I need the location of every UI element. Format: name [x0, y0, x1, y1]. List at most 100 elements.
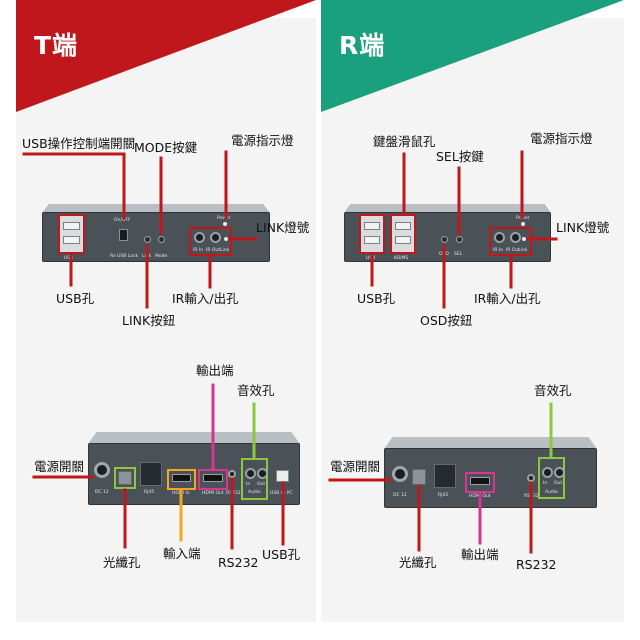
r-front-ir-in-jack[interactable] — [494, 232, 505, 243]
r-front-kbms-text: KB/MS — [394, 256, 409, 261]
r-front-power-text: Power — [516, 216, 530, 221]
t-rear-hdmi-in-frame — [167, 469, 196, 490]
transmitter-banner-shape — [16, 0, 316, 112]
t-rear-hdmi-in-port[interactable] — [172, 474, 191, 482]
t-rear-usb-to-pc-text: USB to PC — [270, 491, 293, 496]
receiver-title: R端 — [339, 31, 386, 60]
t-rear-hdmi-out-text: HDMI Out — [202, 491, 224, 496]
r-label-usb-port: USB孔 — [357, 291, 396, 306]
r-rear-dc-text: DC 12 — [393, 493, 407, 498]
r-rear-audio-out-jack[interactable] — [554, 467, 565, 478]
t-rear-rs232-text: RS232 — [226, 491, 241, 496]
t-front-re-usb-lock-text: Re USB Lock — [110, 254, 139, 259]
r-rear-audio-in-jack[interactable] — [542, 467, 553, 478]
r-front-power-led — [521, 222, 525, 226]
t-front-ir-in-jack[interactable] — [194, 232, 205, 243]
t-label-usb-control-switch: USB操作控制端開關 — [22, 136, 136, 151]
t-rear-dc-jack[interactable] — [94, 462, 110, 478]
t-rear-hdmi-out-port[interactable] — [203, 474, 223, 482]
t-front-usb-slot-2 — [63, 236, 80, 244]
t-label-usb-port-rear: USB孔 — [262, 547, 301, 562]
t-front-power-led — [223, 222, 227, 226]
r-rear-rj45-text: RJ45 — [438, 493, 449, 498]
r-front-sel-button[interactable] — [456, 236, 463, 243]
t-rear-fiber-frame — [114, 467, 136, 489]
r-front-usb-frame — [359, 214, 385, 254]
receiver-panel — [321, 18, 624, 622]
r-rear-in-text: In — [543, 481, 548, 486]
r-front-kbms-frame — [390, 214, 416, 254]
t-label-input-port: 輸入端 — [163, 546, 201, 561]
t-front-link-text: Link — [142, 254, 152, 259]
t-rear-audio-out-jack[interactable] — [257, 468, 268, 479]
r-front-usb-slot-2 — [364, 236, 380, 244]
r-front-kbms-slot-1 — [395, 222, 411, 230]
receiver-banner: R端 — [321, 0, 624, 112]
t-label-audio-port: 音效孔 — [237, 383, 275, 398]
r-front-link-led-text: Link — [518, 248, 528, 253]
r-label-keyboard-mouse-port: 鍵盤滑鼠孔 — [373, 134, 436, 149]
r-front-ir-out-jack[interactable] — [510, 232, 521, 243]
t-rear-out-text: Out — [257, 482, 266, 487]
t-front-usb-slot-1 — [63, 222, 80, 230]
t-rear-audio-text: Audio — [248, 490, 261, 495]
r-rear-rj45-port[interactable] — [434, 464, 456, 488]
t-label-ir-in-out: IR輸入/出孔 — [172, 291, 239, 306]
r-label-osd-button: OSD按鈕 — [420, 313, 473, 328]
t-front-power-text: Power — [217, 216, 231, 221]
r-front-usb-text: USB — [366, 256, 376, 261]
r-label-output-port: 輸出端 — [461, 547, 499, 562]
r-label-audio-port: 音效孔 — [534, 383, 572, 398]
t-front-device-top — [42, 204, 270, 213]
t-label-link-button: LINK按鈕 — [122, 313, 176, 328]
r-label-power-indicator: 電源指示燈 — [530, 131, 593, 146]
r-rear-rs232-jack[interactable] — [527, 474, 535, 482]
t-rear-device-top — [88, 432, 300, 444]
r-front-osd-button[interactable] — [441, 236, 448, 243]
t-rear-usb-to-pc-port[interactable] — [276, 470, 289, 482]
r-label-rs232: RS232 — [516, 557, 557, 572]
t-label-usb-port: USB孔 — [56, 291, 95, 306]
t-front-mode-text: Mode — [155, 254, 168, 259]
t-front-link-led — [224, 237, 228, 241]
t-rear-audio-in-jack[interactable] — [245, 468, 256, 479]
t-front-link-button[interactable] — [144, 236, 151, 243]
t-rear-rs232-jack[interactable] — [228, 470, 236, 478]
r-rear-device-top — [384, 437, 597, 449]
r-rear-hdmi-out-frame — [465, 472, 495, 493]
t-label-fiber-port: 光纖孔 — [103, 555, 141, 570]
t-label-power-indicator: 電源指示燈 — [231, 133, 294, 148]
t-rear-fiber-port[interactable] — [118, 471, 132, 485]
r-label-sel-button: SEL按鍵 — [436, 149, 484, 164]
t-label-link-indicator: LINK燈號 — [256, 220, 310, 235]
t-front-ir-out-text: IR Out — [206, 248, 221, 253]
r-front-kbms-slot-2 — [395, 236, 411, 244]
transmitter-title: T端 — [34, 31, 79, 60]
r-rear-dc-jack[interactable] — [392, 466, 408, 482]
t-front-ir-out-jack[interactable] — [210, 232, 221, 243]
t-label-rs232: RS232 — [218, 555, 259, 570]
transmitter-banner: T端 — [16, 0, 316, 112]
r-rear-fiber-port[interactable] — [412, 469, 426, 485]
t-label-power-switch: 電源開關 — [34, 459, 85, 474]
t-rear-hdmi-in-text: HDMI In — [172, 491, 190, 496]
t-rear-rj45-port[interactable] — [140, 462, 162, 486]
r-rear-hdmi-out-text: HDMI Out — [469, 494, 491, 499]
r-front-osd-text: OSD — [439, 252, 449, 257]
r-label-ir-in-out: IR輸入/出孔 — [474, 291, 541, 306]
t-front-mode-button[interactable] — [158, 236, 165, 243]
t-front-link-led-text: Link — [220, 248, 230, 253]
r-front-ir-in-text: IR In — [493, 248, 504, 253]
t-front-usb-lock-switch[interactable] — [119, 229, 128, 241]
t-front-ir-in-text: IR In — [193, 248, 204, 253]
r-front-sel-text: SEL — [454, 252, 463, 257]
t-label-mode-button: MODE按鍵 — [134, 140, 198, 155]
r-rear-hdmi-out-port[interactable] — [470, 477, 490, 485]
receiver-banner-shape — [321, 0, 624, 112]
r-rear-audio-text: Audio — [545, 490, 558, 495]
t-front-usb-text: USB — [64, 256, 74, 261]
t-rear-in-text: In — [246, 482, 251, 487]
r-front-link-led — [522, 237, 526, 241]
t-rear-rj45-text: RJ45 — [144, 490, 155, 495]
r-rear-out-text: Out — [554, 481, 563, 486]
